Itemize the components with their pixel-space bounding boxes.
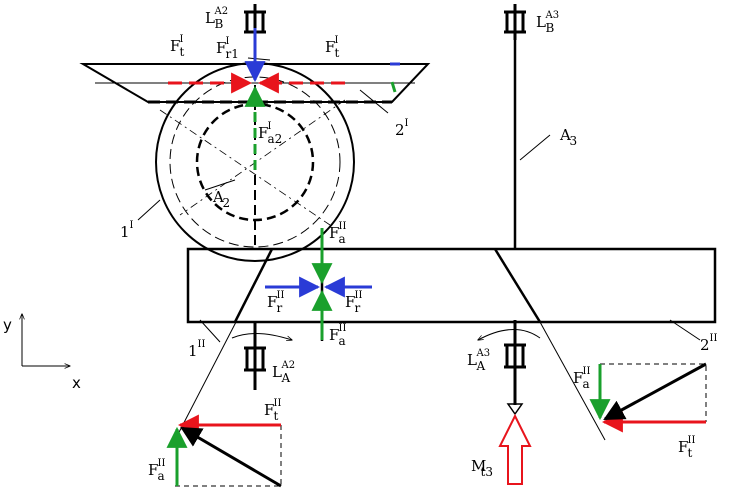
- label-Mt3: Mt3: [471, 457, 493, 479]
- label-gear-2I: 2I: [395, 118, 409, 139]
- label-axis-x: x: [72, 374, 81, 392]
- green-tick: [390, 81, 397, 93]
- torque-curl-A2: [231, 333, 292, 340]
- bearing-LA-A2: [244, 322, 266, 390]
- bearing-LA-A3: [504, 320, 526, 405]
- leader-lines: [137, 57, 701, 343]
- coordinate-axes: [22, 314, 70, 366]
- label-gear-2II: 2II: [700, 333, 717, 354]
- torque-curl-A3: [478, 329, 541, 340]
- bevel-gear-2I: [79, 63, 431, 104]
- bearing-LB-A3: [504, 4, 526, 40]
- label-gear-1II: 1II: [188, 339, 205, 360]
- force-triangle-left: [166, 414, 282, 488]
- torque-input-arrow: [498, 403, 532, 485]
- label-A2: A2: [212, 188, 230, 210]
- label-A3: A3: [559, 126, 577, 148]
- label-gear-1I: 1I: [120, 220, 134, 241]
- force-triangle-right: [589, 362, 707, 433]
- label-axis-y: y: [3, 316, 12, 334]
- helix-guide-lines: [174, 321, 606, 441]
